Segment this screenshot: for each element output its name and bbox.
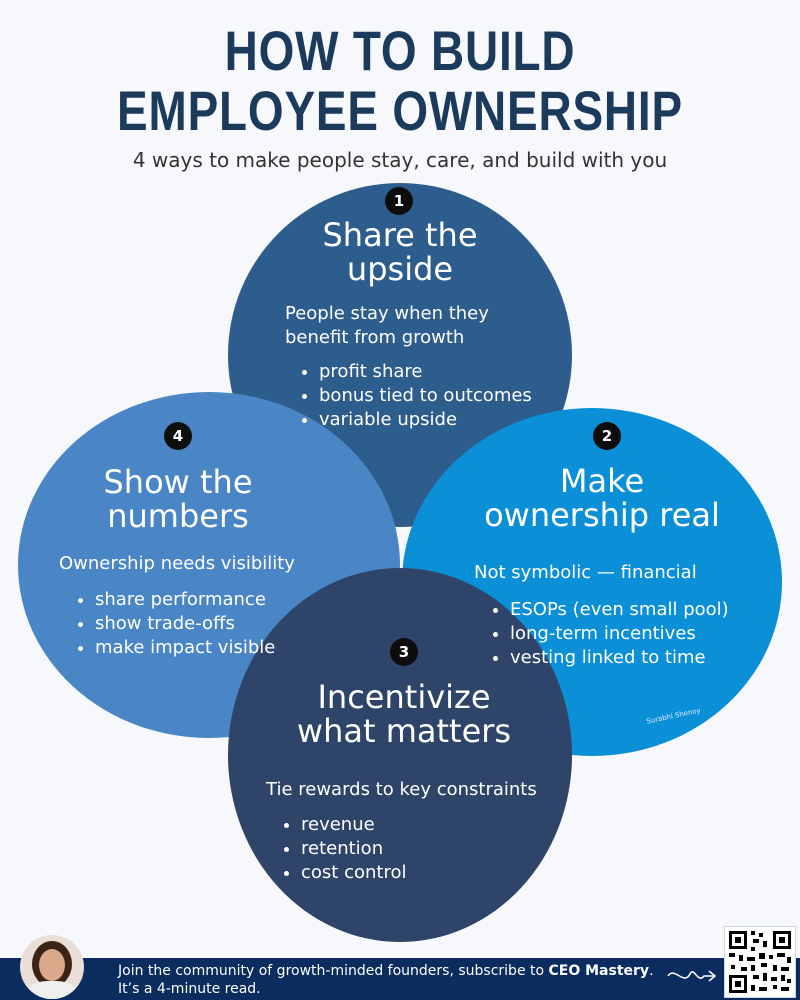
badge-2: 2 [593, 422, 621, 450]
section-2-heading: Make ownership real [462, 464, 742, 532]
section-3-heading-line1: Incentivize [317, 678, 491, 716]
list-item: vesting linked to time [510, 646, 729, 670]
title-line-1: HOW TO BUILD [224, 19, 576, 82]
section-4-desc: Ownership needs visibility [59, 553, 295, 574]
list-item: show trade-offs [95, 612, 275, 636]
badge-4: 4 [164, 422, 192, 450]
section-1-desc: People stay when they benefit from growt… [285, 302, 489, 350]
title-line-2: EMPLOYEE OWNERSHIP [117, 79, 683, 142]
section-2-desc: Not symbolic — financial [474, 562, 697, 583]
footer-cta[interactable]: Join the community of growth-minded foun… [118, 962, 654, 998]
badge-1: 1 [385, 187, 413, 215]
footer-line2: It’s a 4-minute read. [118, 981, 261, 997]
footer-brand-link[interactable]: CEO Mastery [548, 963, 650, 979]
list-item: make impact visible [95, 636, 275, 660]
section-1-desc-line1: People stay when they [285, 303, 489, 324]
section-1-list: profit share bonus tied to outcomes vari… [297, 360, 532, 432]
list-item: retention [301, 837, 406, 861]
subtitle: 4 ways to make people stay, care, and bu… [132, 148, 668, 172]
footer-text-post: . [649, 963, 654, 979]
section-3-desc: Tie rewards to key constraints [266, 779, 537, 800]
list-item: long-term incentives [510, 622, 729, 646]
section-3-list: revenue retention cost control [279, 813, 406, 885]
section-3-heading-line2: what matters [296, 712, 512, 750]
list-item: profit share [319, 360, 532, 384]
list-item: bonus tied to outcomes [319, 384, 532, 408]
section-2-list: ESOPs (even small pool) long-term incent… [488, 598, 729, 670]
section-1-heading-line2: upside [346, 250, 454, 288]
qr-code[interactable] [724, 926, 796, 998]
curly-arrow-icon [667, 970, 717, 982]
section-4-heading-line2: numbers [107, 497, 249, 535]
list-item: cost control [301, 861, 406, 885]
footer-banner [0, 958, 800, 1000]
section-4-list: share performance show trade-offs make i… [73, 588, 275, 660]
list-item: ESOPs (even small pool) [510, 598, 729, 622]
section-3-heading: Incentivize what matters [262, 680, 546, 748]
list-item: revenue [301, 813, 406, 837]
section-1-heading: Share the upside [270, 218, 530, 286]
section-2-heading-line2: ownership real [484, 496, 720, 534]
author-avatar [20, 935, 84, 999]
section-4-heading-line1: Show the [103, 463, 253, 501]
list-item: share performance [95, 588, 275, 612]
section-4-heading: Show the numbers [58, 465, 298, 533]
section-2-heading-line1: Make [559, 462, 645, 500]
badge-3: 3 [390, 638, 418, 666]
footer-text-pre: Join the community of growth-minded foun… [118, 963, 549, 979]
section-1-desc-line2: benefit from growth [285, 327, 465, 348]
circle-incentivize [228, 568, 572, 942]
section-1-heading-line1: Share the [322, 216, 478, 254]
list-item: variable upside [319, 408, 532, 432]
